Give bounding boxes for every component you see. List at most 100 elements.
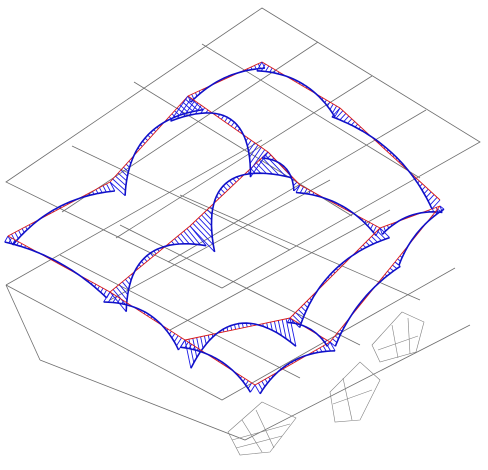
moment-diagram-layer — [4, 61, 445, 395]
diagram-hatch-line — [192, 222, 214, 246]
member-axis-line — [109, 225, 191, 293]
beam-moment-diagram — [254, 341, 336, 395]
diagram-hatch-line — [192, 338, 198, 358]
diagram-hatch-line — [295, 184, 301, 193]
diagram-hatch-line — [329, 103, 334, 110]
diagram-hatch-line — [258, 159, 273, 175]
beam-moment-diagram — [4, 235, 111, 299]
diagram-hatch-line — [392, 264, 398, 269]
diagram-hatch-line — [18, 230, 22, 236]
diagram-outline — [210, 172, 293, 253]
diagram-hatch-line — [196, 337, 201, 353]
diagram-hatch-line — [247, 140, 252, 147]
member-axis-line — [254, 341, 331, 386]
diagram-hatch-line — [365, 241, 370, 247]
beam-moment-diagram — [184, 317, 297, 369]
diagram-hatch-line — [253, 165, 262, 174]
diagram-hatch-line — [4, 235, 9, 243]
mesh-line — [391, 324, 399, 359]
diagram-hatch-line — [184, 339, 192, 369]
mesh-line — [231, 423, 291, 441]
member-axis-line — [299, 184, 381, 229]
member-axis-line — [189, 151, 269, 227]
diagram-hatch-line — [171, 333, 176, 339]
diagram-hatch-line — [256, 61, 263, 72]
diagram-hatch-line — [174, 238, 180, 245]
diagram-hatch-line — [247, 382, 253, 389]
diagram-hatch-line — [103, 291, 111, 303]
beam-moment-diagram — [331, 107, 441, 210]
mesh-line — [377, 335, 419, 351]
member-axis-line — [289, 317, 331, 343]
diagram-hatch-line — [174, 110, 180, 116]
diagram-hatch-line — [379, 227, 383, 235]
diagram-outline — [287, 321, 329, 347]
diagram-hatch-line — [225, 182, 231, 188]
diagram-hatch-line — [107, 293, 114, 303]
diagram-hatch-line — [203, 335, 207, 345]
diagram-hatch-line — [121, 281, 129, 290]
diagram-hatch-line — [339, 113, 347, 121]
diagram-hatch-line — [329, 341, 336, 352]
diagram-hatch-line — [254, 384, 261, 395]
diagram-hatch-line — [431, 199, 441, 210]
diagram-hatch-line — [250, 384, 256, 393]
diagram-hatch-line — [109, 181, 126, 197]
beam-moment-diagram — [394, 205, 445, 266]
diagram-hatch-line — [285, 318, 292, 343]
diagram-hatch-line — [229, 180, 234, 186]
diagram-hatch-line — [120, 169, 128, 177]
lower-grid-line — [109, 179, 331, 301]
member-axis-line — [394, 205, 441, 263]
diagram-hatch-line — [118, 284, 129, 295]
diagram-hatch-line — [281, 319, 287, 339]
member-axis-line — [267, 151, 301, 186]
beam-moment-diagram — [287, 317, 331, 347]
diagram-hatch-line — [258, 382, 263, 391]
diagram-hatch-line — [273, 321, 278, 333]
diagram-outline — [190, 67, 265, 103]
diagram-outline — [259, 350, 336, 395]
lower-grid-line — [179, 194, 421, 301]
diagram-hatch-line — [425, 191, 432, 198]
diagram-hatch-line — [189, 102, 199, 116]
lower-grid-line — [59, 254, 301, 379]
diagram-hatch-line — [249, 147, 262, 164]
diagram-hatch-line — [184, 341, 189, 349]
diagram-hatch-line — [187, 95, 192, 103]
diagram-hatch-line — [183, 100, 196, 117]
diagram-hatch-line — [261, 61, 266, 69]
mesh-line — [342, 377, 353, 421]
diagram-hatch-line — [250, 151, 269, 178]
diagram-hatch-line — [109, 181, 116, 192]
diagram-hatch-line — [115, 286, 128, 301]
diagram-hatch-line — [170, 95, 189, 122]
member-axis-line — [329, 261, 396, 343]
bottom-grid-line — [5, 284, 41, 361]
bottom-floor-outline — [39, 324, 471, 441]
mesh-line — [241, 419, 263, 453]
diagram-hatch-line — [371, 236, 378, 243]
member-axis-line — [339, 107, 441, 201]
mesh-line — [235, 435, 283, 449]
diagram-hatch-line — [189, 225, 215, 253]
member-axis-line — [379, 205, 441, 229]
diagram-hatch-line — [423, 188, 429, 195]
diagram-hatch-line — [102, 185, 107, 193]
diagram-hatch-line — [177, 235, 185, 245]
member-axis-line — [289, 227, 381, 319]
member-axis-line — [7, 235, 111, 293]
top-grid-line — [71, 145, 291, 251]
diagram-outline — [381, 211, 443, 235]
diagram-hatch-line — [14, 232, 19, 239]
diagram-hatch-line — [303, 303, 309, 308]
diagram-hatch-line — [230, 121, 235, 127]
lower-floor-grid — [5, 139, 456, 401]
diagram-hatch-line — [331, 107, 341, 118]
member-axis-line — [109, 95, 189, 183]
diagram-hatch-line — [332, 105, 337, 114]
diagram-hatch-line — [237, 323, 240, 329]
diagram-hatch-line — [429, 196, 438, 206]
foundation-mesh-panel — [371, 311, 425, 363]
